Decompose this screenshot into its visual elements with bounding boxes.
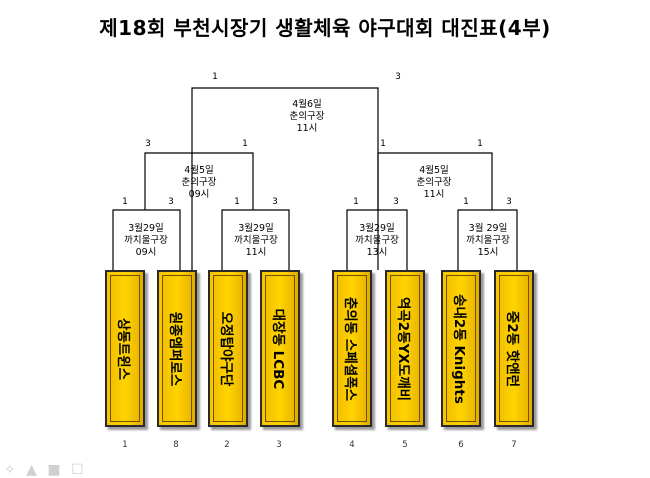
- team-name-2: 원종엠퍼로스: [167, 311, 183, 386]
- final-time: 11시: [297, 123, 318, 134]
- round1-match1-connector: [112, 209, 181, 270]
- round1-match4-score-left: 1: [463, 197, 469, 207]
- semifinal-right-score-left: 1: [380, 139, 386, 149]
- round1-match1-venue: 까치울구장: [124, 234, 168, 246]
- round1-match1-score-right: 3: [168, 197, 174, 207]
- team-name-4: 대장동 LCBC: [270, 308, 286, 389]
- semifinal-right-connector: [377, 152, 493, 210]
- semifinal-right-score-right: 1: [477, 139, 483, 149]
- round1-match1-time: 09시: [136, 247, 157, 258]
- team-name-1: 상동트윈스: [115, 317, 131, 380]
- round1-match3-venue: 까치울구장: [355, 234, 399, 246]
- round1-match3-time: 13시: [367, 247, 388, 258]
- watermark-icons: ✧ ▲ ■ ☐: [4, 462, 87, 478]
- round1-match2-score-right: 3: [272, 197, 278, 207]
- team-name-5: 춘의동 스페셜폭스: [342, 296, 358, 401]
- team-seed-2: 8: [173, 440, 178, 450]
- team-seed-5: 4: [349, 440, 354, 450]
- round1-match2-score-left: 1: [234, 197, 240, 207]
- round1-match2-time: 11시: [246, 247, 267, 258]
- semifinal-right-date: 4월5일: [419, 164, 449, 176]
- semifinal-left-time: 09시: [189, 189, 210, 200]
- semifinal-left-venue: 춘의구장: [182, 177, 217, 188]
- semifinal-right-venue: 춘의구장: [417, 177, 452, 188]
- team-seed-4: 3: [276, 440, 281, 450]
- team-seed-3: 2: [224, 440, 229, 450]
- team-seed-1: 1: [122, 440, 127, 450]
- round1-match3-score-right: 3: [393, 197, 399, 207]
- bracket-title: 제18회 부천시장기 생활체육 야구대회 대진표(4부): [99, 16, 551, 40]
- team-box-4: 대장동 LCBC: [260, 270, 300, 427]
- round1-match1-date: 3월29일: [128, 222, 164, 234]
- team-seed-7: 6: [458, 440, 463, 450]
- final-connector: [191, 87, 379, 270]
- final-score-left: 1: [212, 72, 218, 82]
- round1-match4-date: 3월 29일: [469, 222, 508, 234]
- round1-match4-venue: 까치울구장: [466, 234, 510, 246]
- round1-match3-score-left: 1: [353, 197, 359, 207]
- round1-match1-score-left: 1: [122, 197, 128, 207]
- team-box-7: 송내2동 Knights: [441, 270, 481, 427]
- team-box-2: 원종엠퍼로스: [157, 270, 197, 427]
- round1-match2-venue: 까치울구장: [234, 234, 278, 246]
- round1-match2-connector: [221, 209, 290, 270]
- team-name-6: 역곡2동YX도깨비: [395, 296, 411, 401]
- team-box-3: 오정탑야구단: [208, 270, 248, 427]
- round1-match2-date: 3월29일: [238, 222, 274, 234]
- final-score-right: 3: [395, 72, 401, 82]
- semifinal-left-score-right: 1: [242, 139, 248, 149]
- team-name-3: 오정탑야구단: [218, 311, 234, 386]
- team-box-6: 역곡2동YX도깨비: [385, 270, 425, 427]
- team-name-8: 중2동 핫앤런: [504, 310, 520, 387]
- round1-match4-connector: [457, 209, 518, 270]
- team-box-1: 상동트윈스: [105, 270, 145, 427]
- round1-match4-score-right: 3: [506, 197, 512, 207]
- semifinal-left-score-left: 3: [145, 139, 151, 149]
- round1-match3-connector: [346, 209, 408, 270]
- round1-match3-date: 3월29일: [359, 222, 395, 234]
- team-name-7: 송내2동 Knights: [451, 293, 467, 404]
- team-seed-8: 7: [511, 440, 516, 450]
- semifinal-left-connector: [144, 152, 254, 210]
- final-date: 4월6일: [292, 98, 322, 110]
- team-seed-6: 5: [402, 440, 407, 450]
- semifinal-left-date: 4월5일: [184, 164, 214, 176]
- final-venue: 춘의구장: [290, 111, 325, 122]
- semifinal-right-time: 11시: [424, 189, 445, 200]
- round1-match4-time: 15시: [478, 247, 499, 258]
- team-box-5: 춘의동 스페셜폭스: [332, 270, 372, 427]
- team-box-8: 중2동 핫앤런: [494, 270, 534, 427]
